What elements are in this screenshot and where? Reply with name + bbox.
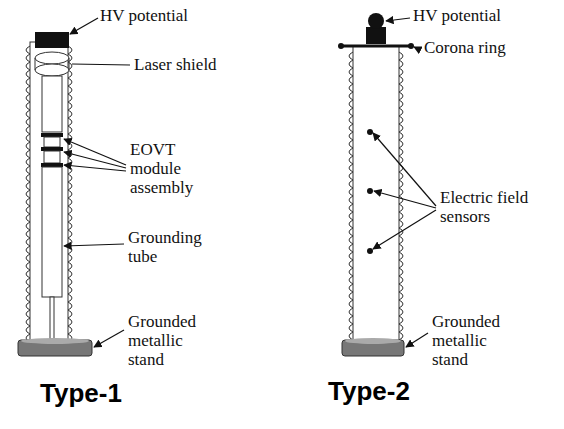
insulator-sheds: [349, 52, 403, 340]
insulator-sheds: [26, 46, 72, 342]
part-label: Grounding tube: [128, 228, 218, 266]
part-label: Grounded metallic stand: [432, 312, 512, 369]
type-caption: Type-2: [328, 376, 448, 406]
part-label: HV potential: [100, 6, 220, 25]
leader-lines: [64, 18, 436, 347]
part-label: Grounded metallic stand: [128, 312, 208, 369]
part-label: Electric field sensors: [440, 188, 550, 226]
part-label: EOVT module assembly: [130, 140, 202, 197]
part-label: HV potential: [413, 6, 533, 25]
type-caption: Type-1: [40, 378, 160, 408]
part-label: Corona ring: [424, 38, 544, 57]
part-label: Laser shield: [134, 55, 254, 74]
type1-column: [18, 32, 92, 356]
type2-column: [338, 13, 414, 356]
